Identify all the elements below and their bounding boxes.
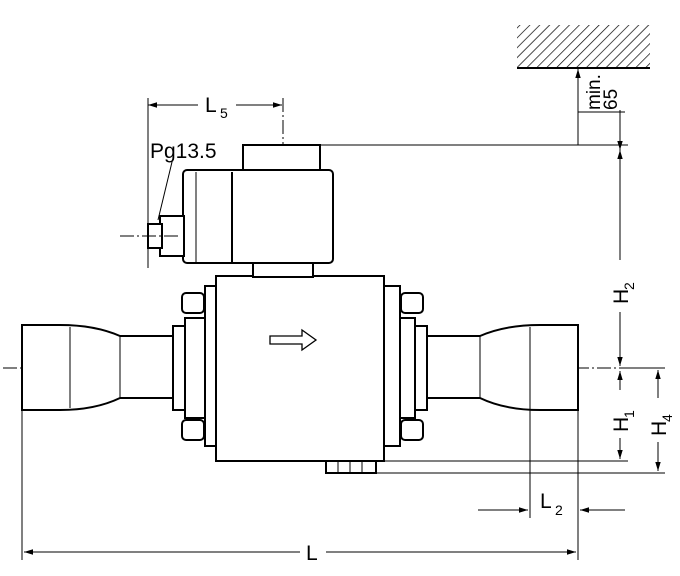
bottom-plug <box>325 460 377 474</box>
ceiling-hatch <box>517 25 650 68</box>
h2-dimension: H 2 <box>320 144 637 366</box>
h2-label: H <box>610 289 633 304</box>
solenoid-coil <box>120 144 334 278</box>
left-pipe <box>21 317 206 419</box>
pg-callout: Pg13.5 <box>150 140 217 221</box>
h1-subscript: 1 <box>621 410 637 418</box>
flange-bolts <box>181 292 424 441</box>
h4-dimension: H 4 <box>376 367 675 474</box>
ceiling-clearance: min. 65 <box>517 25 650 150</box>
l-label: L <box>306 542 318 565</box>
h1-label: H <box>610 417 633 432</box>
l5-label: L <box>205 94 217 117</box>
valve-body <box>204 275 401 462</box>
pg-label: Pg13.5 <box>150 140 217 163</box>
l2-label: L <box>540 490 552 513</box>
right-pipe <box>394 317 579 419</box>
h1-dimension: H 1 <box>376 371 637 462</box>
min-value-label: 65 <box>601 89 622 110</box>
flow-direction-arrow <box>269 328 318 352</box>
l5-dimension: L 5 <box>147 94 282 268</box>
l-dimension: L <box>21 410 576 565</box>
h4-label: H <box>648 421 671 436</box>
l2-subscript: 2 <box>555 502 563 518</box>
l2-dimension: L 2 <box>478 408 625 560</box>
h2-subscript: 2 <box>621 282 637 290</box>
h4-subscript: 4 <box>659 414 675 422</box>
l5-subscript: 5 <box>220 105 228 121</box>
min-label: min. <box>584 74 605 110</box>
